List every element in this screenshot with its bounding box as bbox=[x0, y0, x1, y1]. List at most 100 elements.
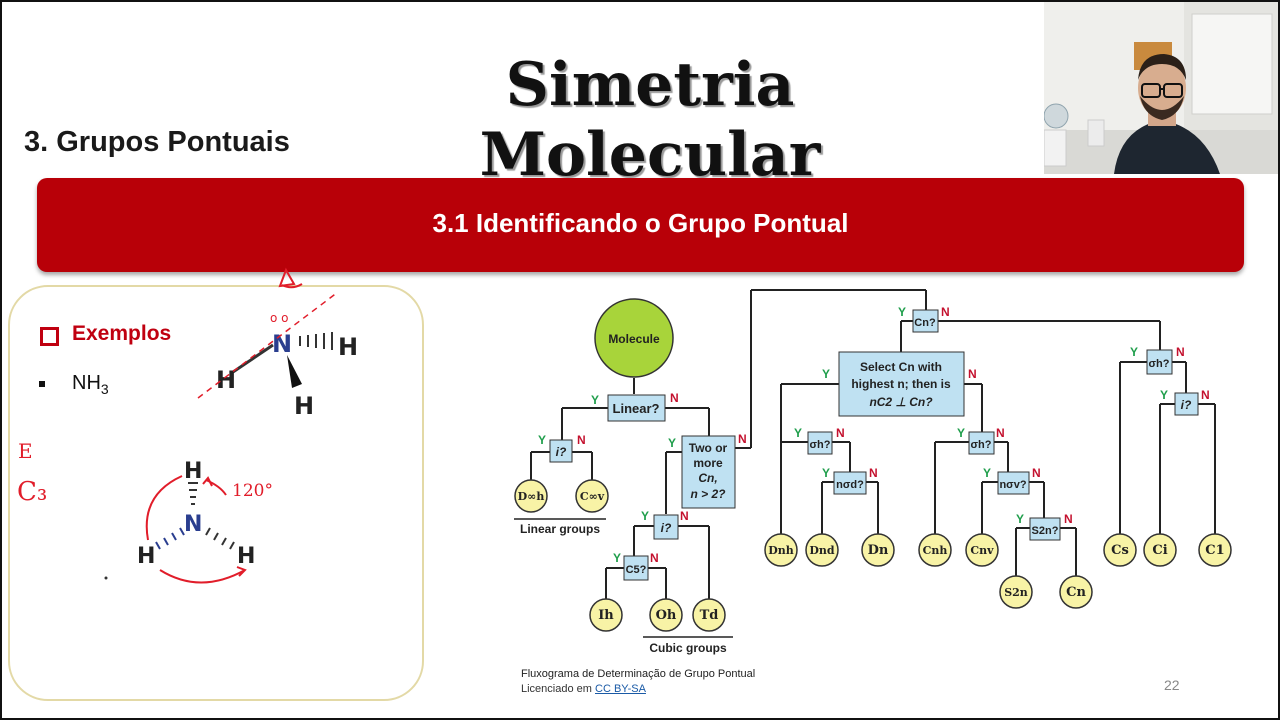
cn-label: Cn? bbox=[914, 317, 936, 329]
yes-label: Y bbox=[822, 367, 830, 381]
example-item: NH3 bbox=[72, 372, 109, 397]
group-label-ci: Ci bbox=[1152, 543, 1167, 558]
group-label-cs: Cs bbox=[1111, 543, 1129, 558]
group-node-cnh bbox=[918, 533, 952, 567]
select-l1: Select Cn with bbox=[860, 360, 942, 374]
c3-axis-annotation bbox=[197, 291, 339, 399]
banner-text: 3.1 Identificando o Grupo Pontual bbox=[432, 208, 849, 238]
no-label: N bbox=[869, 466, 878, 480]
cubic-groups-label: Cubic groups bbox=[649, 641, 727, 655]
slide-title: Simetria Molecular bbox=[479, 50, 821, 190]
sigma-h-box-2 bbox=[968, 431, 995, 455]
group-label-ih: Ih bbox=[598, 608, 614, 623]
yes-label: Y bbox=[668, 436, 676, 450]
group-node-s2n bbox=[999, 575, 1033, 609]
group-node-cn bbox=[1059, 575, 1093, 609]
group-node-cnv bbox=[965, 533, 999, 567]
molecule-node bbox=[594, 298, 674, 378]
yes-label: Y bbox=[538, 433, 546, 447]
n-sigma-v-box bbox=[997, 471, 1030, 495]
bond-hashed-top bbox=[188, 482, 198, 505]
bond-wedge bbox=[287, 355, 302, 388]
molecule-label: Molecule bbox=[608, 332, 660, 346]
two-or-more-l2: more bbox=[693, 456, 723, 470]
select-cn-box bbox=[838, 351, 965, 417]
no-label: N bbox=[650, 551, 659, 565]
group-node-dnh bbox=[764, 533, 798, 567]
yes-label: Y bbox=[591, 393, 599, 407]
license-prefix: Licenciado em bbox=[521, 683, 595, 695]
group-node-cs bbox=[1103, 533, 1137, 567]
lone-pair-annotation: o o bbox=[270, 311, 289, 325]
sigma-h-box-1 bbox=[807, 431, 833, 455]
atom-h-left2: H bbox=[137, 544, 155, 569]
section-banner: 3.1 Identificando o Grupo Pontual bbox=[37, 178, 1244, 272]
group-label-cnv: Cnv bbox=[970, 544, 994, 557]
webcam-overlay bbox=[1044, 0, 1280, 174]
atom-n-top: N bbox=[272, 330, 292, 358]
presenter-video bbox=[1044, 0, 1280, 174]
linear-groups-label: Linear groups bbox=[520, 522, 600, 536]
sigma-h-label-2: σh? bbox=[971, 439, 992, 451]
example-formula-sub: 3 bbox=[100, 381, 109, 397]
s2n-box bbox=[1029, 517, 1061, 541]
yes-label: Y bbox=[613, 551, 621, 565]
no-label: N bbox=[1032, 466, 1041, 480]
c5-label: C5? bbox=[626, 564, 647, 576]
no-label: N bbox=[670, 391, 679, 405]
no-label: N bbox=[968, 367, 977, 381]
group-label-cnh: Cnh bbox=[923, 544, 948, 557]
i-label-3: i? bbox=[1181, 398, 1192, 412]
group-node-ih bbox=[589, 598, 623, 632]
yes-label: Y bbox=[794, 426, 802, 440]
group-label-dn: Dn bbox=[868, 543, 889, 558]
atom-h-bottom: H bbox=[294, 392, 314, 420]
yes-label: Y bbox=[1016, 512, 1024, 526]
atom-h-right2: H bbox=[237, 544, 255, 569]
sigma-h-label-3: σh? bbox=[1149, 358, 1170, 370]
bond-hashed-left bbox=[155, 527, 185, 550]
no-label: N bbox=[738, 432, 747, 446]
rotation-arrow-bottom bbox=[159, 569, 246, 584]
bond-hashed-right2 bbox=[205, 527, 235, 550]
no-label: N bbox=[577, 433, 586, 447]
i-label-2: i? bbox=[661, 521, 672, 535]
group-label-td: Td bbox=[700, 608, 719, 623]
arrow-head-1 bbox=[202, 476, 213, 487]
group-node-oh bbox=[649, 598, 683, 632]
no-label: N bbox=[836, 426, 845, 440]
yes-label: Y bbox=[1160, 388, 1168, 402]
rotation-arrow-top bbox=[205, 479, 227, 496]
group-label-dnd: Dnd bbox=[809, 544, 835, 557]
atom-n-center: N bbox=[184, 512, 202, 537]
group-label-dinfh: D∞h bbox=[518, 490, 545, 503]
select-l2: highest n; then is bbox=[851, 377, 951, 391]
cn-box bbox=[912, 309, 939, 333]
no-label: N bbox=[996, 426, 1005, 440]
group-node-cinfv bbox=[575, 479, 609, 513]
i-box-3 bbox=[1174, 392, 1199, 416]
sigma-h-label-1: σh? bbox=[810, 439, 831, 451]
group-label-cinfv: C∞v bbox=[580, 490, 605, 503]
yes-label: Y bbox=[1130, 345, 1138, 359]
atom-h-right: H bbox=[338, 333, 358, 361]
group-node-dn bbox=[861, 533, 895, 567]
no-label: N bbox=[1201, 388, 1210, 402]
arrow-head-2 bbox=[236, 566, 247, 577]
n-sigma-d-label: nσd? bbox=[836, 479, 864, 491]
atom-h-top2: H bbox=[184, 459, 202, 484]
i-label-1: i? bbox=[556, 445, 567, 459]
n-sigma-v-label: nσv? bbox=[999, 479, 1026, 491]
license-link[interactable]: CC BY-SA bbox=[595, 683, 646, 695]
c5-box bbox=[623, 555, 649, 581]
examples-box bbox=[8, 285, 424, 701]
yes-label: Y bbox=[898, 305, 906, 319]
group-node-c1 bbox=[1198, 533, 1232, 567]
nh3-drawing: N H H H o o E C₃ H N H H 120° bbox=[17, 267, 358, 584]
no-label: N bbox=[1176, 345, 1185, 359]
stray-dot bbox=[104, 576, 108, 580]
group-node-dnd bbox=[805, 533, 839, 567]
group-node-td bbox=[692, 598, 726, 632]
bond-hashed-right bbox=[299, 332, 333, 350]
sigma-h-box-3 bbox=[1146, 349, 1173, 375]
